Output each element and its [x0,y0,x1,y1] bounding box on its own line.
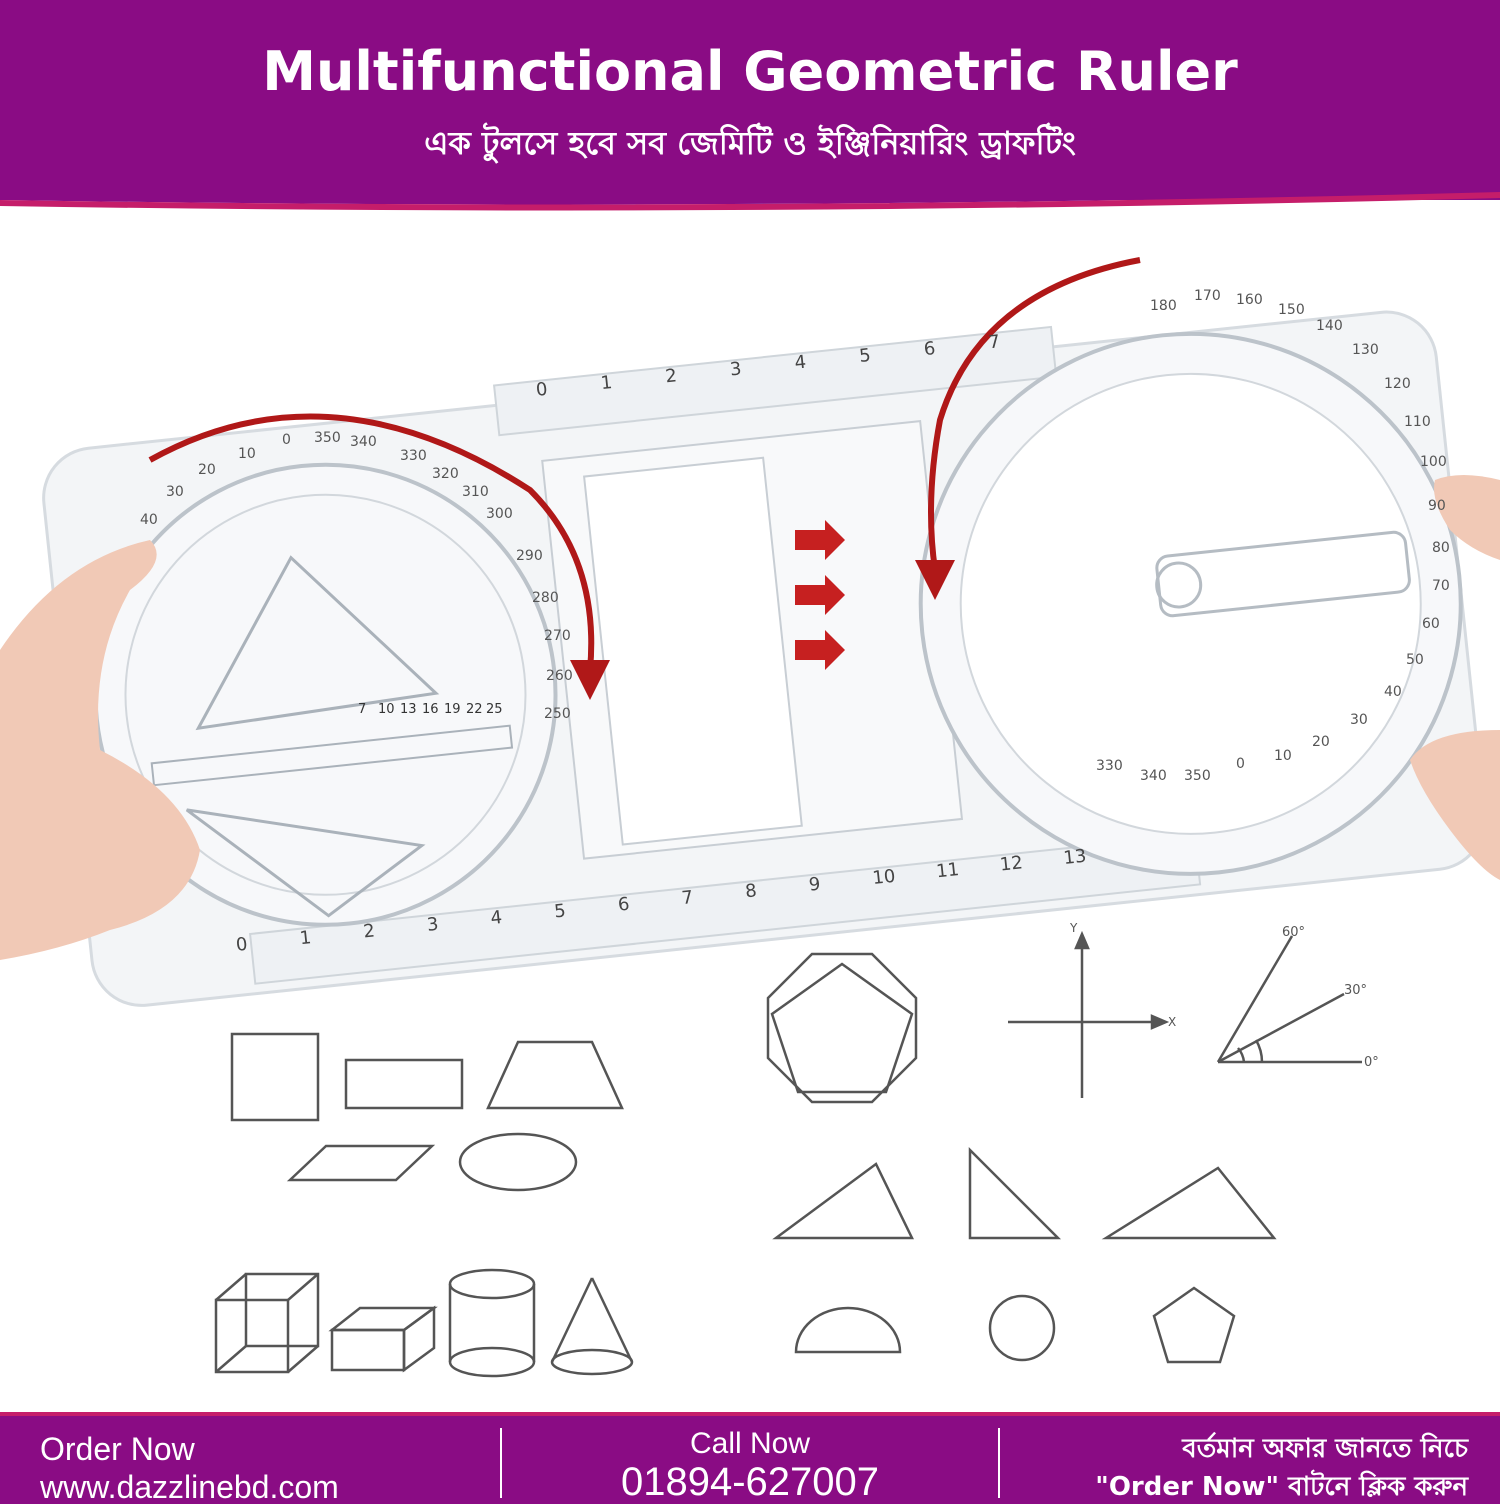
right-triangle [968,1146,1062,1240]
slide-arrow-1 [795,520,845,560]
triangle-template [195,555,440,731]
circle-template-sizes: 7 10 13 16 19 22 25 [358,702,503,717]
product-illustration [0,257,1500,1007]
website-link[interactable]: www.dazzlinebd.com [40,1469,339,1505]
header-banner [0,0,1500,200]
slide-arrow-3 [795,630,845,670]
left-protractor-labels: 0 10 20 30 40 350 340 330 320 310 300 29… [140,430,573,722]
rotate-arrow-right [928,257,1141,571]
offer-section: বর্তমান অফার জানতে নিচে "Order Now" বাটন… [1008,1430,1468,1506]
page-subtitle: এক টুলসে হবে সব জেমিটি ও ইঞ্জিনিয়ারিং ড… [424,124,1076,162]
right-protractor-labels: 180 170 160 150 140 130 120 110 100 90 8… [1096,288,1450,784]
angle-60-label: 60° [1282,925,1305,940]
trapezoid-shape [486,1040,624,1110]
slide-arrow-2 [795,575,845,615]
slider-scale [582,456,803,846]
call-section[interactable]: Call Now 01894-627007 [500,1427,1000,1505]
offer-line-1: বর্তমান অফার জানতে নিচে [1182,1434,1468,1464]
call-now-label: Call Now [689,1427,811,1460]
scalene-triangle [772,1162,914,1240]
offer-line-2: "Order Now" বাটনে ক্লিক করুন [1095,1472,1468,1502]
square-shape [230,1032,320,1122]
footer-divider-2 [998,1428,1000,1498]
left-hand [0,540,200,960]
x-axis-label: X [1168,1015,1176,1029]
order-section[interactable]: Order Now www.dazzlinebd.com [40,1430,339,1506]
header-wave [0,178,1500,211]
page-title: Multifunctional Geometric Ruler [262,40,1238,103]
y-axis-label: Y [1069,921,1078,935]
right-hand [1434,475,1500,560]
phone-number[interactable]: 01894-627007 [620,1460,880,1504]
parallelogram-shape [286,1144,436,1182]
cube-shape [214,1272,320,1374]
cylinder-shape [448,1268,536,1378]
footer-accent-line [0,1412,1500,1416]
obtuse-triangle [1101,1166,1277,1240]
angle-diagram [1216,935,1362,1064]
cone-shape [550,1277,634,1376]
semicircle-shape [794,1306,902,1354]
rotate-arrow-left [148,413,595,671]
footer-divider-1 [500,1428,502,1498]
protractor-arm [1155,530,1411,618]
rectangle-shape [344,1058,464,1110]
ruler-top-scale [492,325,1058,437]
octagon-shape [766,952,918,1104]
angle-0-label: 0° [1364,1055,1379,1070]
ellipse-shape [458,1132,578,1192]
circle-shape [988,1294,1056,1362]
angle-30-label: 30° [1344,983,1367,998]
pentagon-shape [1152,1286,1236,1364]
footer-bar [0,1412,1500,1504]
pentagon-inner-shape [770,962,914,1094]
shapes-illustration: Y X 60° 30° 0° [214,921,1379,1378]
box-shape [328,1305,438,1373]
axes-diagram [1008,930,1170,1098]
order-now-label[interactable]: Order Now [40,1431,195,1467]
